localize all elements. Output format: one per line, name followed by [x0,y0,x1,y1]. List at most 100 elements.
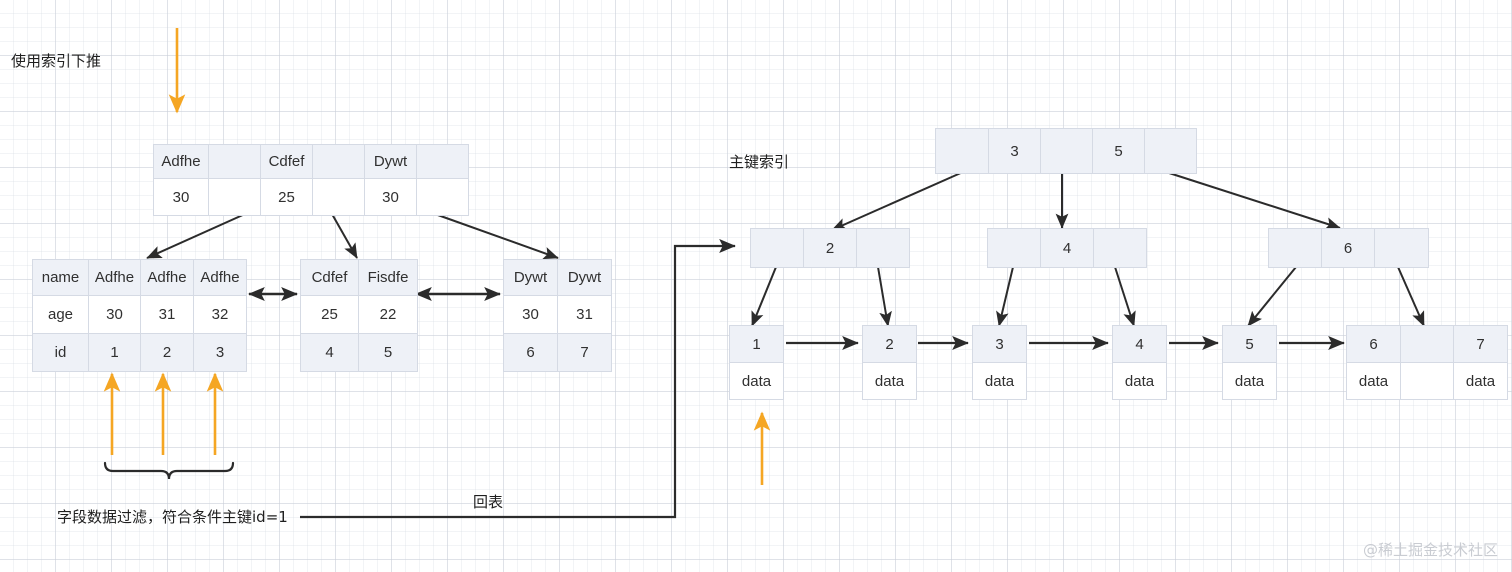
primary-leaf-1-key: 1 [729,325,784,363]
primary-leaf-6-data: data [1346,362,1401,400]
primary-leaf-gap-key [1400,325,1454,363]
secondary-leaf-3: Dywt Dywt 30 31 6 7 [503,259,612,372]
table-row: data [729,362,784,400]
primary-leaf-1-data: data [729,362,784,400]
secondary-leaf-3-name-0: Dywt [503,259,558,296]
secondary-root-key-5 [416,144,469,179]
primary-leaf-5: 5 data [1222,325,1277,400]
secondary-leaf-1-rowlabel-1: age [32,295,89,334]
primary-internal-edges [751,266,1425,327]
secondary-root-key-0: Adfhe [153,144,209,179]
secondary-root-key-1 [208,144,261,179]
primary-internal-node-6: 6 [1268,228,1429,268]
filter-arrows [103,372,224,455]
table-row: 30 31 [503,295,612,334]
primary-internal-4-cell-0 [987,228,1041,268]
primary-internal-2-cell-0 [750,228,804,268]
table-row: Cdfef Fisdfe [300,259,418,296]
filter-brace [103,461,235,480]
secondary-leaf-1: name Adfhe Adfhe Adfhe age 30 31 32 id 1… [32,259,247,372]
primary-internal-2-cell-2 [856,228,910,268]
primary-root-cell-1: 3 [988,128,1041,174]
primary-root-node: 3 5 [935,128,1197,174]
primary-leaf-2-key: 2 [862,325,917,363]
table-row: 4 [1112,325,1167,363]
primary-key-index-label: 主键索引 [729,153,790,171]
secondary-index-edges [146,213,559,260]
primary-internal-6-cell-2 [1374,228,1429,268]
primary-internal-4-cell-1: 4 [1040,228,1094,268]
secondary-leaf-2-id-0: 4 [300,333,359,372]
secondary-index-root: Adfhe Cdfef Dywt 30 25 30 [153,144,469,216]
primary-internal-6-cell-1: 6 [1321,228,1375,268]
table-row: age 30 31 32 [32,295,247,334]
table-row: 4 [987,228,1147,268]
secondary-root-value-3 [312,178,365,216]
secondary-root-value-1 [208,178,261,216]
secondary-leaf-2-id-1: 5 [358,333,418,372]
index-pushdown-label: 使用索引下推 [11,52,102,70]
secondary-root-key-4: Dywt [364,144,417,179]
primary-leaf-3: 3 data [972,325,1027,400]
primary-internal-node-2: 2 [750,228,910,268]
primary-internal-node-4: 4 [987,228,1147,268]
table-row: 5 [1222,325,1277,363]
secondary-root-key-3 [312,144,365,179]
secondary-leaf-1-age-1: 31 [140,295,194,334]
secondary-leaf-1-rowlabel-0: name [32,259,89,296]
table-row: data data [1346,362,1508,400]
secondary-leaf-1-rowlabel-2: id [32,333,89,372]
secondary-root-key-2: Cdfef [260,144,313,179]
secondary-leaf-1-age-2: 32 [193,295,247,334]
primary-leaf-3-key: 3 [972,325,1027,363]
primary-leaf-gap-data [1400,362,1454,400]
primary-root-cell-2 [1040,128,1093,174]
secondary-leaf-1-id-2: 3 [193,333,247,372]
table-row: 4 5 [300,333,418,372]
primary-leaf-7-data: data [1453,362,1508,400]
table-row: 1 [729,325,784,363]
secondary-root-value-4: 30 [364,178,417,216]
secondary-root-value-row: 30 25 30 [153,178,469,216]
primary-root-cell-4 [1144,128,1197,174]
primary-root-edges [831,171,1341,231]
secondary-leaf-3-age-0: 30 [503,295,558,334]
primary-leaf-5-key: 5 [1222,325,1277,363]
filter-note-label: 字段数据过滤，符合条件主键id=1 [57,508,288,526]
secondary-leaf-1-id-1: 2 [140,333,194,372]
secondary-root-value-2: 25 [260,178,313,216]
primary-internal-4-cell-2 [1093,228,1147,268]
secondary-leaf-3-id-0: 6 [503,333,558,372]
primary-internal-6-cell-0 [1268,228,1322,268]
primary-leaf-2-data: data [862,362,917,400]
secondary-leaf-3-name-1: Dywt [557,259,612,296]
secondary-root-value-0: 30 [153,178,209,216]
secondary-root-value-5 [416,178,469,216]
primary-internal-2-cell-1: 2 [803,228,857,268]
secondary-leaf-1-name-2: Adfhe [193,259,247,296]
primary-root-cell-3: 5 [1092,128,1145,174]
secondary-leaf-3-age-1: 31 [557,295,612,334]
secondary-leaf-2-age-0: 25 [300,295,359,334]
table-row: 2 [750,228,910,268]
table-row: data [862,362,917,400]
primary-leaf-5-data: data [1222,362,1277,400]
table-row: name Adfhe Adfhe Adfhe [32,259,247,296]
table-row: data [1222,362,1277,400]
table-row: data [1112,362,1167,400]
table-row: data [972,362,1027,400]
secondary-leaf-1-id-0: 1 [88,333,141,372]
table-row: 6 [1268,228,1429,268]
secondary-leaf-1-name-0: Adfhe [88,259,141,296]
primary-leaf-4-key: 4 [1112,325,1167,363]
watermark: @稀土掘金技术社区 [1362,541,1498,559]
back-to-table-label: 回表 [473,493,504,511]
secondary-leaf-2-age-1: 22 [358,295,418,334]
primary-leaf-1: 1 data [729,325,784,400]
primary-leaf-4-data: data [1112,362,1167,400]
primary-leaf-4: 4 data [1112,325,1167,400]
primary-leaf-7-key: 7 [1453,325,1508,363]
table-row: 3 [972,325,1027,363]
secondary-leaf-1-age-0: 30 [88,295,141,334]
primary-leaf-2: 2 data [862,325,917,400]
